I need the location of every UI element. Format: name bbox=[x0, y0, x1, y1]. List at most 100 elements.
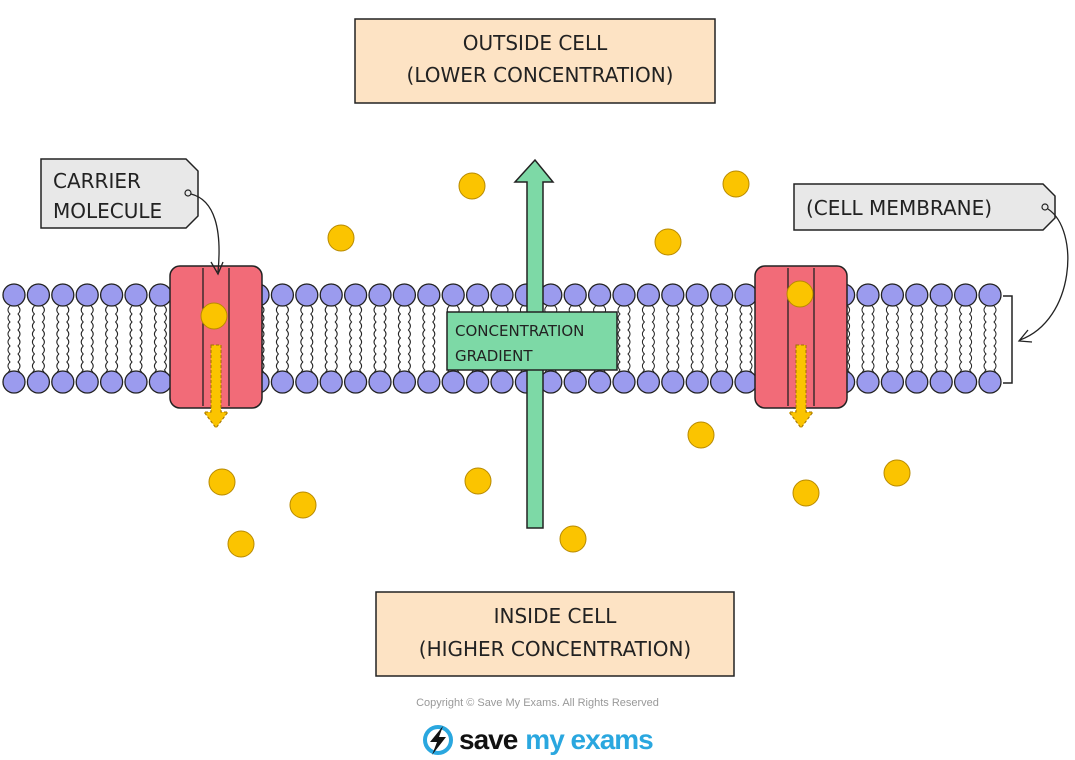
lipid-tail bbox=[959, 305, 963, 379]
lipid-tail bbox=[895, 305, 899, 379]
phospholipid bbox=[880, 283, 905, 394]
lipid-tail bbox=[676, 305, 680, 379]
logo-text-save: save bbox=[459, 724, 518, 755]
carrier-label-line2: MOLECULE bbox=[53, 199, 162, 223]
lipid-tail bbox=[56, 305, 60, 379]
molecule bbox=[289, 491, 317, 519]
lipid-tail bbox=[17, 305, 21, 379]
lipid-tail bbox=[139, 305, 143, 379]
phospholipid-head bbox=[905, 370, 929, 394]
molecule-in-carrier bbox=[786, 280, 814, 308]
lipid-tail bbox=[7, 305, 11, 379]
phospholipid-head bbox=[929, 283, 953, 307]
phospholipid-head bbox=[51, 283, 75, 307]
lipid-tail bbox=[627, 305, 631, 379]
phospholipid-head bbox=[343, 370, 368, 394]
phospholipid bbox=[856, 283, 880, 394]
membrane-pointer-arrow bbox=[1019, 208, 1069, 341]
phospholipid-head bbox=[441, 283, 465, 307]
phospholipid bbox=[295, 283, 319, 394]
lipid-tail bbox=[324, 305, 328, 379]
molecule bbox=[458, 172, 486, 200]
phospholipid-head bbox=[124, 283, 148, 307]
lipid-tail bbox=[983, 305, 987, 379]
molecule bbox=[464, 467, 492, 495]
lipid-tail bbox=[871, 305, 875, 379]
lipid-tail bbox=[31, 305, 36, 379]
inside-title: INSIDE CELL bbox=[494, 604, 618, 628]
transport-arrow bbox=[203, 344, 229, 429]
lipid-tail bbox=[114, 305, 119, 379]
lipid-tail bbox=[993, 305, 997, 379]
lipid-tail bbox=[920, 305, 924, 379]
phospholipid-head bbox=[636, 283, 661, 307]
phospholipid bbox=[124, 283, 148, 394]
lipid-tail bbox=[163, 305, 167, 379]
phospholipid-head bbox=[75, 370, 99, 394]
phospholipid-head bbox=[612, 283, 636, 307]
outside-title: OUTSIDE CELL bbox=[463, 31, 608, 55]
phospholipid-head bbox=[709, 283, 734, 307]
phospholipid-head bbox=[2, 370, 26, 394]
phospholipid-head bbox=[636, 370, 661, 394]
phospholipid bbox=[929, 283, 953, 394]
phospholipid-head bbox=[343, 283, 368, 307]
phospholipid-head bbox=[270, 283, 295, 307]
tag-hole-icon bbox=[184, 189, 192, 197]
inside-cell-label: INSIDE CELL (HIGHER CONCENTRATION) bbox=[375, 591, 735, 677]
lipid-tail bbox=[910, 305, 914, 379]
lightning-bolt-icon bbox=[423, 725, 453, 755]
phospholipid-head bbox=[270, 370, 295, 394]
phospholipid-head bbox=[587, 283, 612, 307]
phospholipid-head bbox=[856, 283, 880, 307]
phospholipid bbox=[26, 283, 51, 394]
phospholipid-head bbox=[295, 370, 319, 394]
carrier-molecule-tag: CARRIER MOLECULE bbox=[40, 158, 224, 276]
inside-subtitle: (HIGHER CONCENTRATION) bbox=[419, 637, 691, 661]
phospholipid bbox=[978, 283, 1002, 394]
lipid-tail bbox=[129, 305, 133, 379]
save-my-exams-logo: save my exams bbox=[421, 720, 654, 760]
phospholipid-head bbox=[465, 370, 490, 394]
lipid-tail bbox=[300, 305, 304, 379]
molecule bbox=[883, 459, 911, 487]
tag-hole-icon bbox=[1041, 203, 1049, 211]
molecule bbox=[559, 525, 587, 553]
phospholipid-head bbox=[148, 283, 173, 307]
phospholipid bbox=[270, 283, 295, 394]
phospholipid-head bbox=[124, 370, 148, 394]
lipid-tail bbox=[651, 305, 655, 379]
lipid-tail bbox=[373, 305, 377, 379]
copyright-text: Copyright © Save My Exams. All Rights Re… bbox=[416, 697, 659, 709]
phospholipid-head bbox=[319, 370, 343, 394]
phospholipid bbox=[392, 283, 417, 394]
phospholipid bbox=[661, 283, 685, 394]
phospholipid bbox=[709, 283, 734, 394]
phospholipid bbox=[953, 283, 978, 394]
phospholipid bbox=[2, 283, 26, 394]
phospholipid-head bbox=[368, 283, 392, 307]
molecule bbox=[327, 224, 355, 252]
lipid-tail bbox=[739, 305, 743, 379]
lipid-tail bbox=[105, 305, 109, 379]
phospholipid bbox=[563, 283, 587, 394]
phospholipid-head bbox=[953, 370, 978, 394]
phospholipid-head bbox=[148, 370, 173, 394]
lipid-tail bbox=[968, 305, 973, 379]
concentration-gradient-arrow: CONCENTRATION GRADIENT bbox=[446, 158, 618, 529]
phospholipid bbox=[51, 283, 75, 394]
lipid-tail bbox=[432, 305, 436, 379]
phospholipid-head bbox=[978, 283, 1002, 307]
lipid-tail bbox=[358, 305, 363, 379]
molecule bbox=[208, 468, 236, 496]
phospholipid-head bbox=[2, 283, 26, 307]
phospholipid-head bbox=[99, 370, 124, 394]
phospholipid bbox=[75, 283, 99, 394]
phospholipid-head bbox=[953, 283, 978, 307]
molecule bbox=[792, 479, 820, 507]
lipid-tail bbox=[261, 305, 265, 379]
phospholipid bbox=[685, 283, 709, 394]
lipid-tail bbox=[407, 305, 411, 379]
phospholipid bbox=[612, 283, 636, 394]
phospholipid-head bbox=[856, 370, 880, 394]
